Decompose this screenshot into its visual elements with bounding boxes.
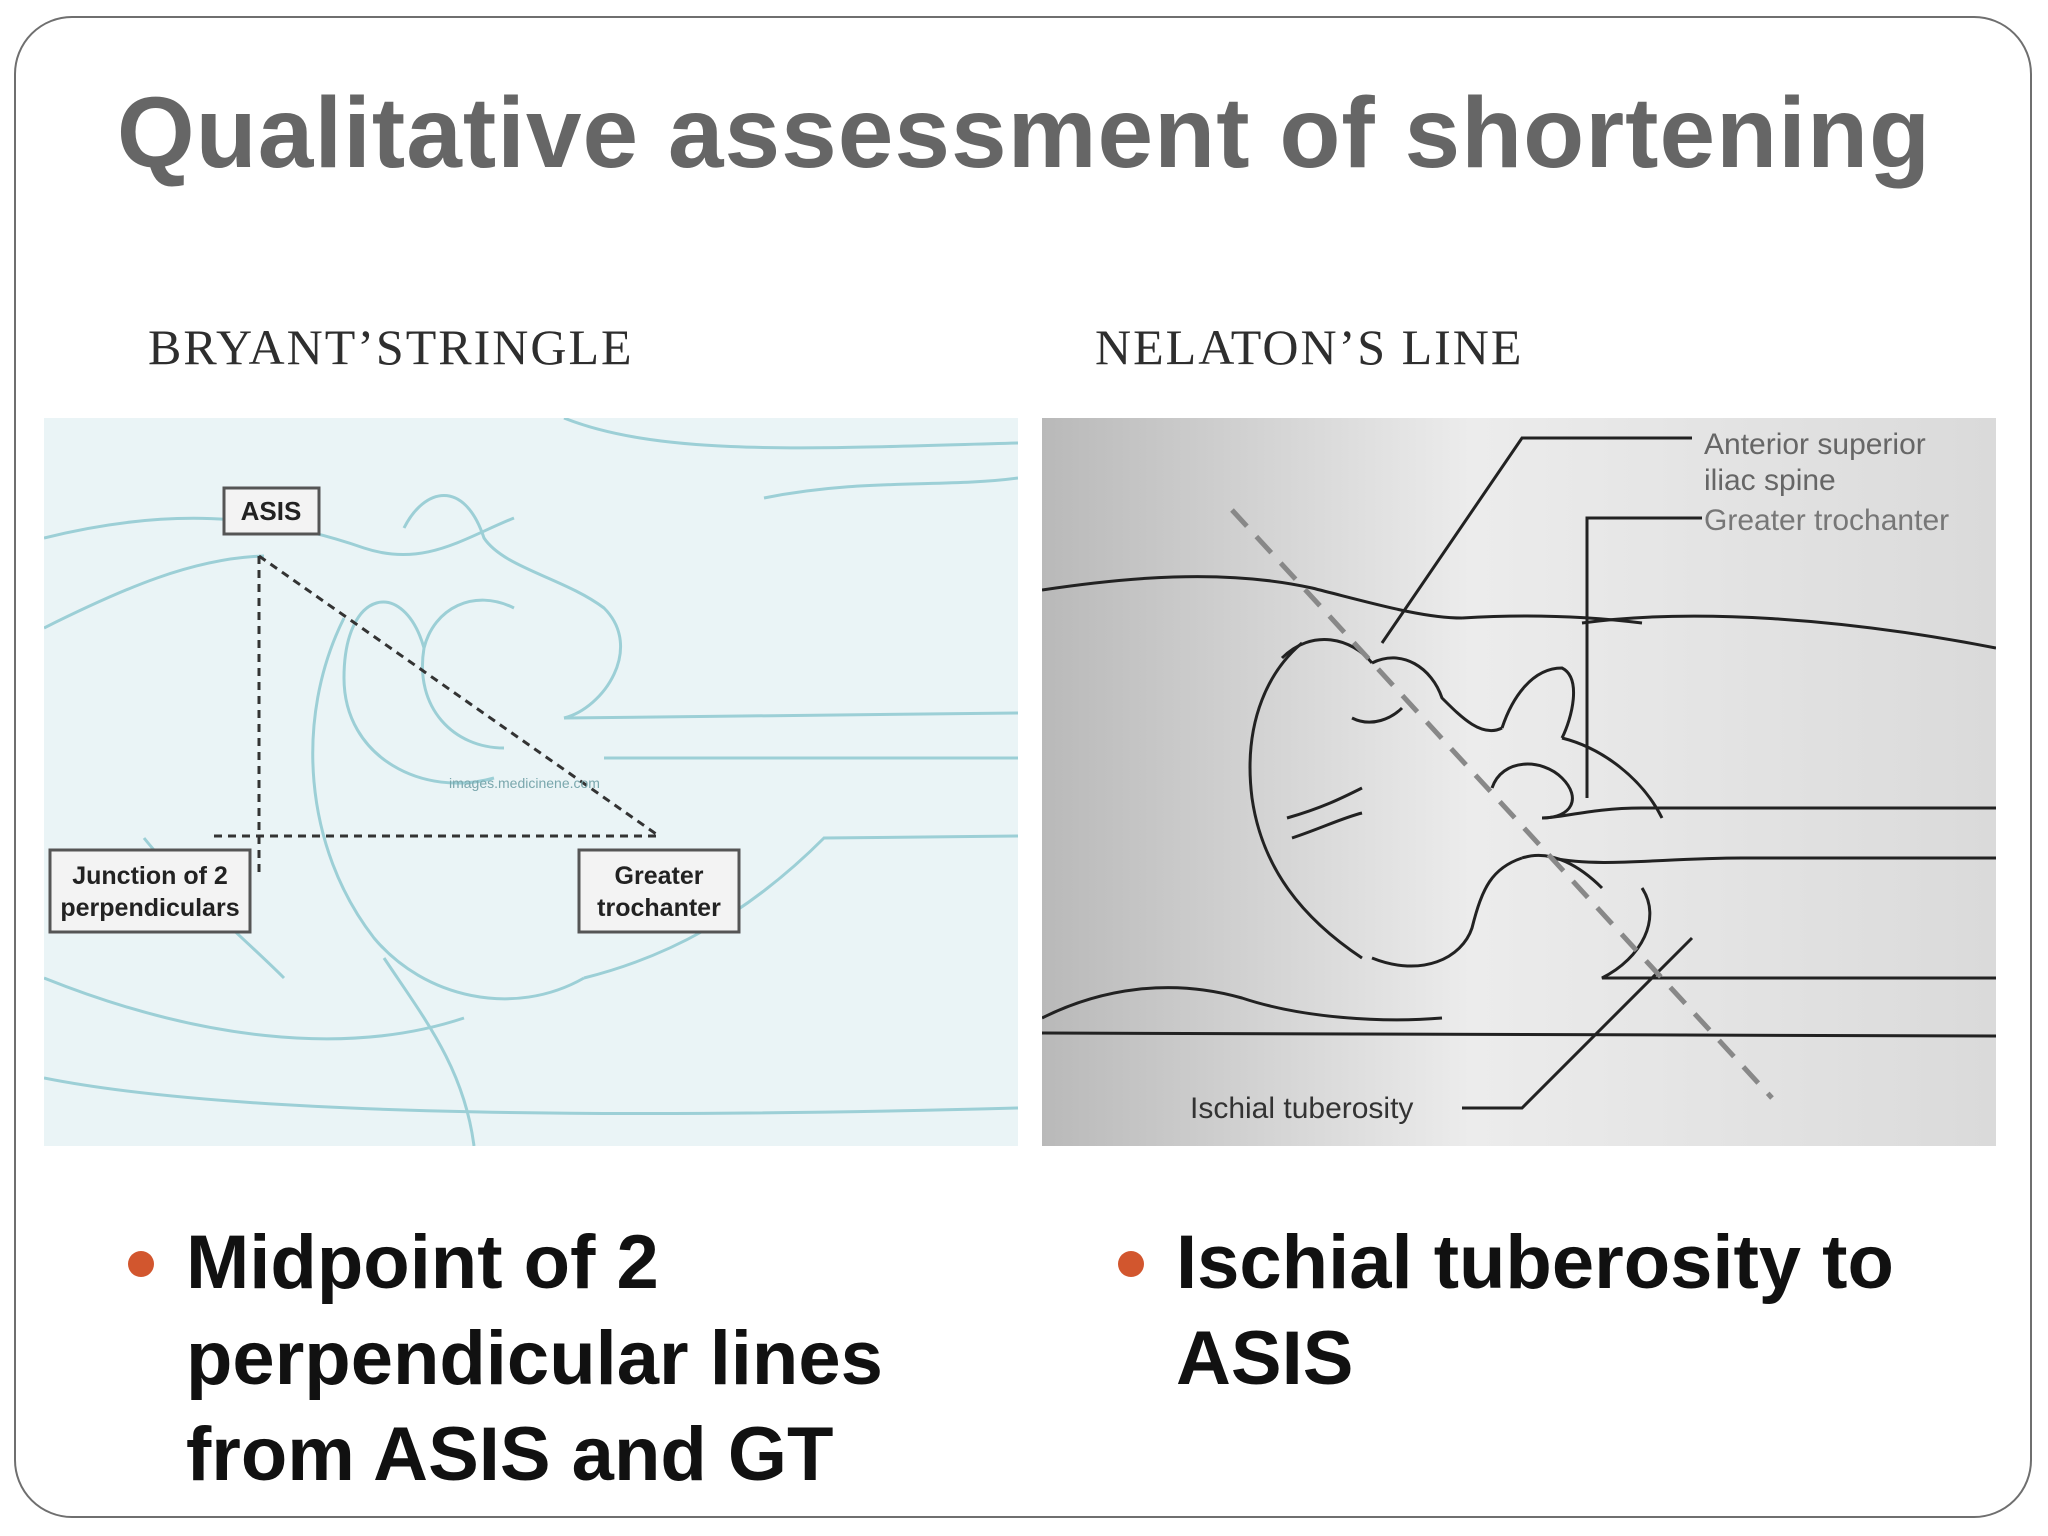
gt-label: Greater trochanter: [1704, 504, 1949, 537]
gt-label-line2: trochanter: [597, 894, 721, 922]
bullet-dot-icon: [128, 1251, 154, 1277]
junction-label-line1: Junction of 2: [72, 862, 228, 890]
ischial-label: Ischial tuberosity: [1190, 1092, 1413, 1125]
bryant-triangle-diagram: images.medicinene.com ASIS Junction of 2…: [44, 418, 1018, 1146]
diagram-background: [1042, 418, 1996, 1146]
nelaton-line-diagram: Anterior superior iliac spine Greater tr…: [1042, 418, 1996, 1146]
bryant-triangle-caption: BRYANT’STRINGLE: [148, 319, 634, 375]
diagram-background: [44, 418, 1018, 1146]
gt-label-line1: Greater: [615, 862, 704, 890]
asis-label-box: [222, 486, 321, 536]
asis-label-line2: iliac spine: [1704, 464, 1836, 497]
nelaton-line: [1230, 508, 1774, 1100]
nelaton-line-caption: NELATON’S LINE: [1095, 319, 1524, 375]
slide-title: Qualitative assessment of shortening: [116, 77, 1932, 189]
triangle-lines: [214, 554, 660, 878]
body-outline: [1042, 436, 1996, 1110]
bullet-dot-icon: [1118, 1251, 1144, 1277]
junction-label-line2: perpendiculars: [60, 894, 239, 922]
junction-label-box: [48, 848, 252, 934]
bullet-bryant-text: Midpoint of 2 perpendicular lines from A…: [186, 1220, 883, 1497]
bullet-nelaton-text: Ischial tuberosity to ASIS: [1176, 1220, 1894, 1401]
asis-label-line1: Anterior superior: [1704, 428, 1926, 461]
watermark-text: images.medicinene.com: [449, 775, 600, 791]
hypotenuse-line: [258, 554, 660, 838]
gt-label-box: [577, 848, 741, 934]
asis-label: ASIS: [241, 496, 302, 526]
